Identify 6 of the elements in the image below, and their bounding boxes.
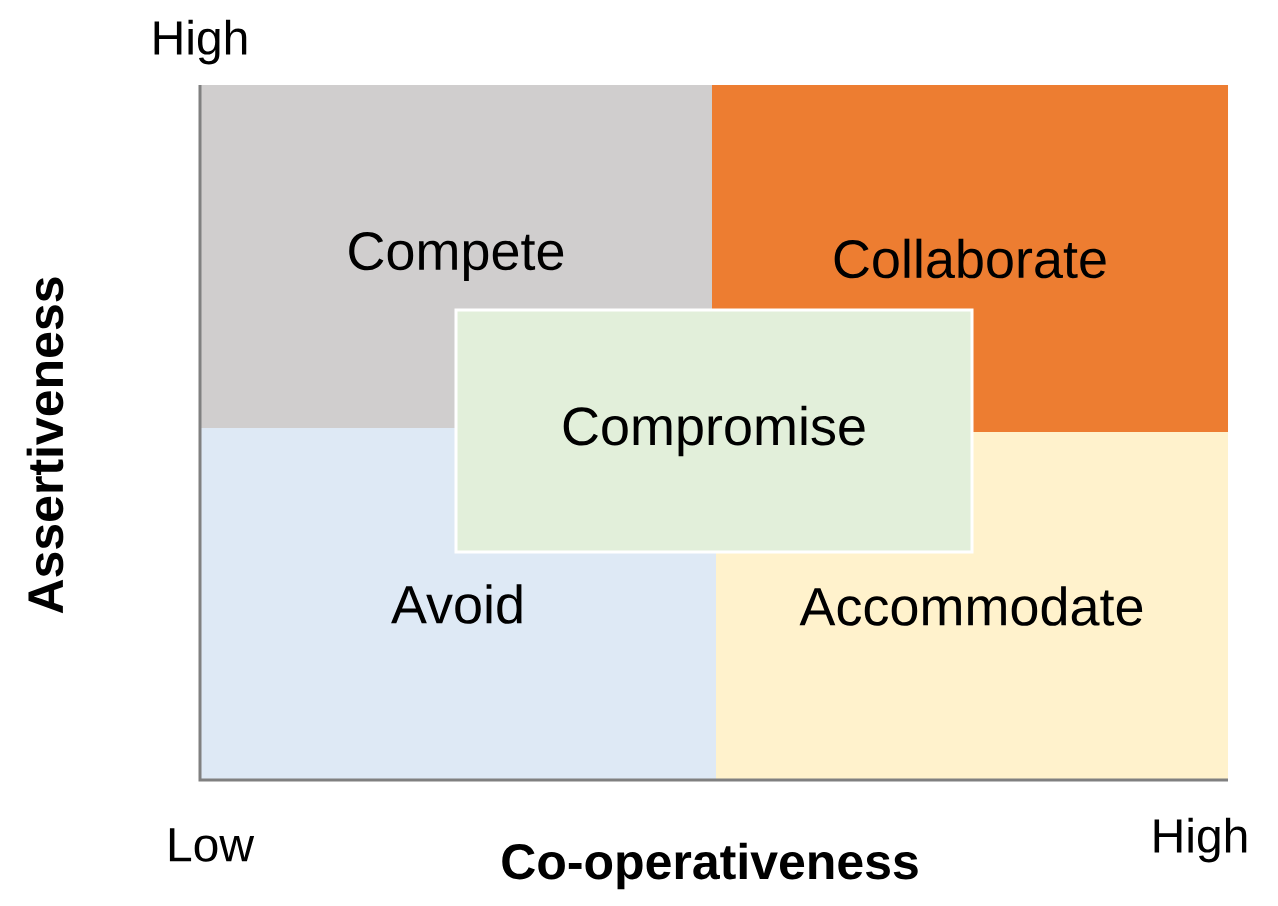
axis-label: High [154, 19, 247, 65]
axis-title: Assertiveness [26, 277, 64, 614]
axis-label: High [1154, 817, 1247, 863]
quadrant-box: Compromise [454, 308, 974, 554]
axis-label: Low [169, 828, 255, 862]
axis-title: Co-operativeness [502, 842, 918, 890]
